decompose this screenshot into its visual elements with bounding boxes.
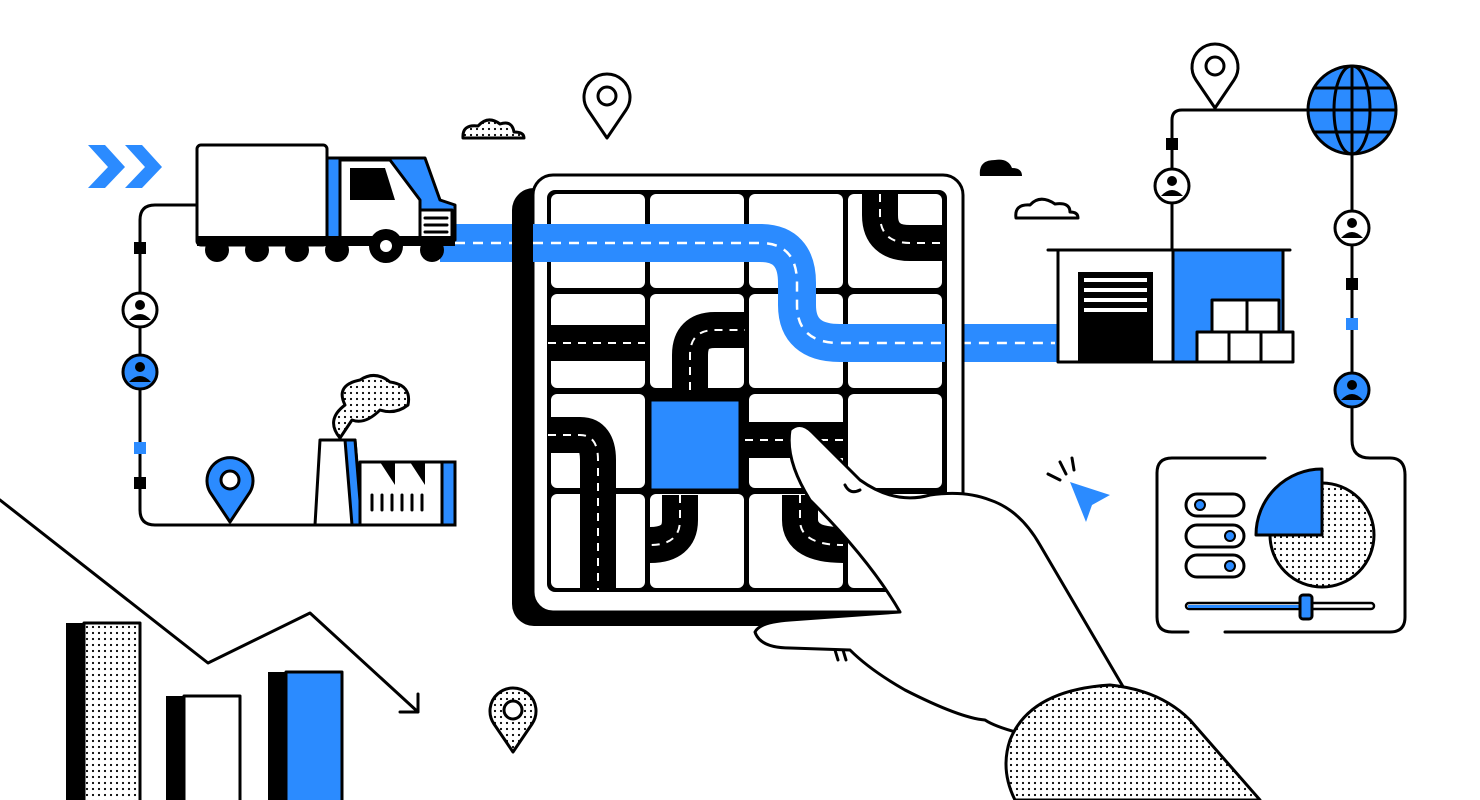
route-node (134, 242, 146, 254)
map-pin-icon (488, 686, 538, 754)
bar-chart-icon (0, 498, 420, 800)
person-icon (1153, 167, 1191, 205)
globe-icon (1306, 64, 1398, 156)
chevrons-right-icon (88, 145, 162, 188)
left-route (121, 203, 457, 527)
slider-icon (1184, 593, 1376, 621)
map-pin-icon (582, 72, 632, 140)
factory-icon (313, 374, 457, 527)
person-icon (121, 291, 159, 329)
right-route (1153, 108, 1407, 477)
dashboard-panel (1155, 456, 1407, 634)
cloud-icon (979, 159, 1022, 176)
route-node (134, 442, 146, 454)
route-node (134, 477, 146, 489)
person-icon (121, 353, 159, 391)
warehouse-icon (1046, 248, 1295, 364)
cloud-icon (461, 118, 526, 140)
cloud-icon (1014, 197, 1080, 220)
truck-icon (195, 143, 457, 263)
map-pin-icon (1190, 42, 1240, 110)
pie-chart-icon (1254, 467, 1376, 589)
person-icon (1333, 371, 1371, 409)
selected-tile (648, 398, 742, 492)
person-icon (1333, 209, 1371, 247)
map-pin-icon (205, 456, 255, 524)
cursor-icon (1046, 456, 1110, 522)
hand-icon (753, 424, 1262, 800)
